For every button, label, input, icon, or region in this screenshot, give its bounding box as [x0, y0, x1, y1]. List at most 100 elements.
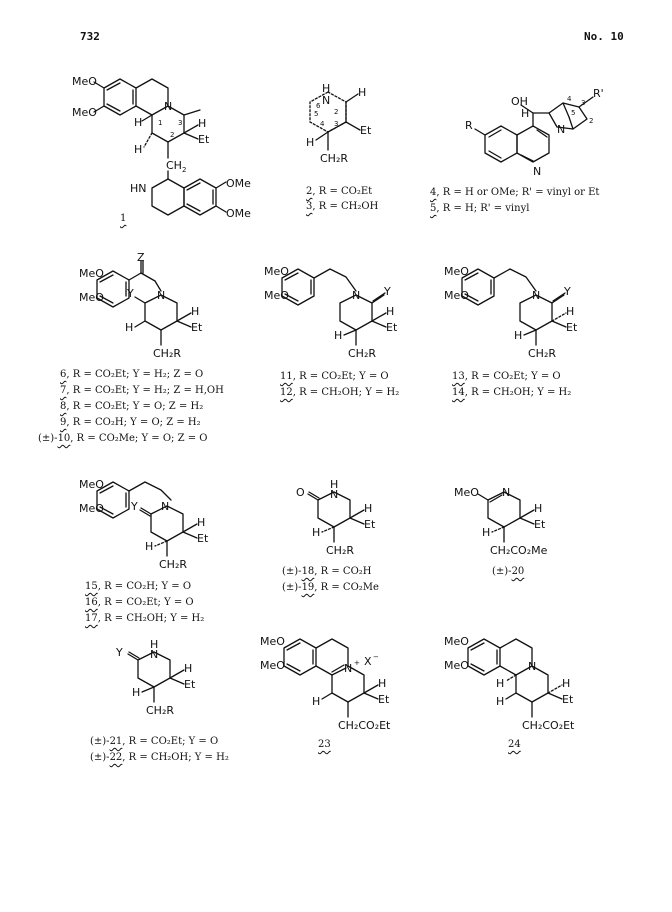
ome-label: OMe [226, 177, 251, 190]
ring-locant: 3 [178, 119, 182, 127]
meo-label: MeO [444, 635, 469, 648]
meo-label: MeO [444, 265, 469, 278]
counterion-label: X [364, 655, 372, 668]
h-label: H [496, 695, 504, 708]
caption-12: 12, R = CH₂OH; Y = H₂ [280, 387, 400, 398]
meo-label: MeO [264, 289, 289, 302]
ethyl-label: Et [191, 321, 203, 334]
nitrogen-label: N [533, 165, 541, 178]
caption-16: 16, R = CO₂Et; Y = O [85, 597, 194, 608]
meo-label: MeO [260, 635, 285, 648]
caption-6: 6, R = CO₂Et; Y = H₂; Z = O [60, 369, 204, 380]
caption-18: (±)-18, R = CO₂H [282, 566, 372, 577]
meo-label: MeO [454, 486, 479, 499]
caption-7: 7, R = CO₂Et; Y = H₂; Z = H,OH [60, 385, 224, 396]
h-label: H [191, 305, 199, 318]
h-label: H [150, 638, 158, 651]
y-label: Y [563, 285, 571, 298]
nitrogen-label: N [164, 100, 172, 113]
structure-24: MeO MeO N H H Et H CH₂CO₂Et [444, 635, 575, 732]
meo-label: MeO [444, 659, 469, 672]
structure-2-3: H N H Et H CH₂R 2 3 4 5 6 [306, 82, 372, 165]
caption-4: 4, R = H or OMe; R' = vinyl or Et [430, 187, 600, 198]
h-label: H [198, 117, 206, 130]
nitrogen-label: N [557, 123, 565, 136]
ch2r-label: CH₂R [146, 704, 174, 717]
caption-20: (±)-20 [492, 566, 525, 577]
nitrogen-label: N [150, 648, 158, 661]
meo-label: MeO [79, 291, 104, 304]
nitrogen-label: N [532, 289, 540, 302]
issue-number: No. 10 [584, 30, 624, 43]
h-label: H [566, 305, 574, 318]
h-label: H [334, 329, 342, 342]
h-label: H [312, 695, 320, 708]
caption-3: 3, R = CH₂OH [306, 201, 379, 212]
ch2r-label: CH₂R [528, 347, 556, 360]
ch2co2et-label: CH₂CO₂Et [522, 719, 575, 732]
ch2r-label: CH₂R [326, 544, 354, 557]
meo-label: MeO [260, 659, 285, 672]
caption-2: 2, R = CO₂Et [306, 186, 373, 197]
ring-locant: 4 [320, 120, 325, 128]
h-label: H [378, 677, 386, 690]
caption-19: (±)-19, R = CO₂Me [282, 582, 379, 593]
structure-4-5: R OH H N N R' 4 3 5 2 [465, 87, 604, 178]
h-label: H [312, 526, 320, 539]
charge-minus: − [373, 653, 379, 661]
ring-locant: 3 [334, 120, 338, 128]
nitrogen-label: N [344, 662, 352, 675]
nitrogen-label: N [161, 500, 169, 513]
structure-13-14: MeO MeO N Y H Et H CH₂R [444, 265, 578, 360]
y-label: Y [115, 646, 123, 659]
structure-21-22: Y H N H Et H CH₂R [115, 638, 196, 717]
caption-24: 24 [508, 739, 521, 750]
hn-label: HN [130, 182, 147, 195]
ch2r-label: CH₂R [159, 558, 187, 571]
structure-1: MeO MeO N H H Et H 1 2 3 CH 2 HN OMe OMe [72, 75, 251, 220]
meo-label: MeO [72, 75, 97, 88]
h-label: H [364, 502, 372, 515]
h-label: H [125, 321, 133, 334]
meo-label: MeO [444, 289, 469, 302]
y-label: Y [383, 285, 391, 298]
ethyl-label: Et [386, 321, 398, 334]
nitrogen-label: N [322, 94, 330, 107]
oxygen-label: O [296, 486, 305, 499]
charge-plus: + [354, 659, 360, 667]
ethyl-label: Et [378, 693, 390, 706]
ring-locant: 5 [571, 109, 575, 117]
caption-15: 15, R = CO₂H; Y = O [85, 581, 192, 592]
h-label: H [482, 526, 490, 539]
ch2r-label: CH₂R [348, 347, 376, 360]
z-label: Z [137, 251, 145, 264]
nitrogen-label: N [528, 660, 536, 673]
ring-locant: 6 [316, 102, 321, 110]
h-label: H [134, 143, 142, 156]
ethyl-label: Et [364, 518, 376, 531]
y-label: Y [126, 287, 134, 300]
ch2r-label: CH₂R [153, 347, 181, 360]
ome-label: OMe [226, 207, 251, 220]
meo-label: MeO [79, 478, 104, 491]
ring-locant: 4 [567, 95, 572, 103]
h-label: H [134, 116, 142, 129]
meo-label: MeO [79, 502, 104, 515]
caption-8: 8, R = CO₂Et; Y = O; Z = H₂ [60, 401, 204, 412]
ch2co2et-label: CH₂CO₂Et [338, 719, 391, 732]
structure-23: MeO MeO N + X − H Et H CH₂CO₂Et [260, 635, 391, 732]
caption-10: (±)-10, R = CO₂Me; Y = O; Z = O [38, 433, 208, 444]
h-label: H [330, 478, 338, 491]
caption-23: 23 [318, 739, 331, 750]
h-label: H [386, 305, 394, 318]
h-label: H [521, 107, 529, 120]
ethyl-label: Et [566, 321, 578, 334]
h-label: H [534, 502, 542, 515]
ethyl-label: Et [534, 518, 546, 531]
h-label: H [132, 686, 140, 699]
caption-11: 11, R = CO₂Et; Y = O [280, 371, 389, 382]
structure-20: MeO N H Et H CH₂CO₂Me [454, 486, 548, 557]
h-label: H [496, 677, 504, 690]
ring-locant: 1 [158, 119, 162, 127]
page-number: 732 [80, 30, 100, 43]
